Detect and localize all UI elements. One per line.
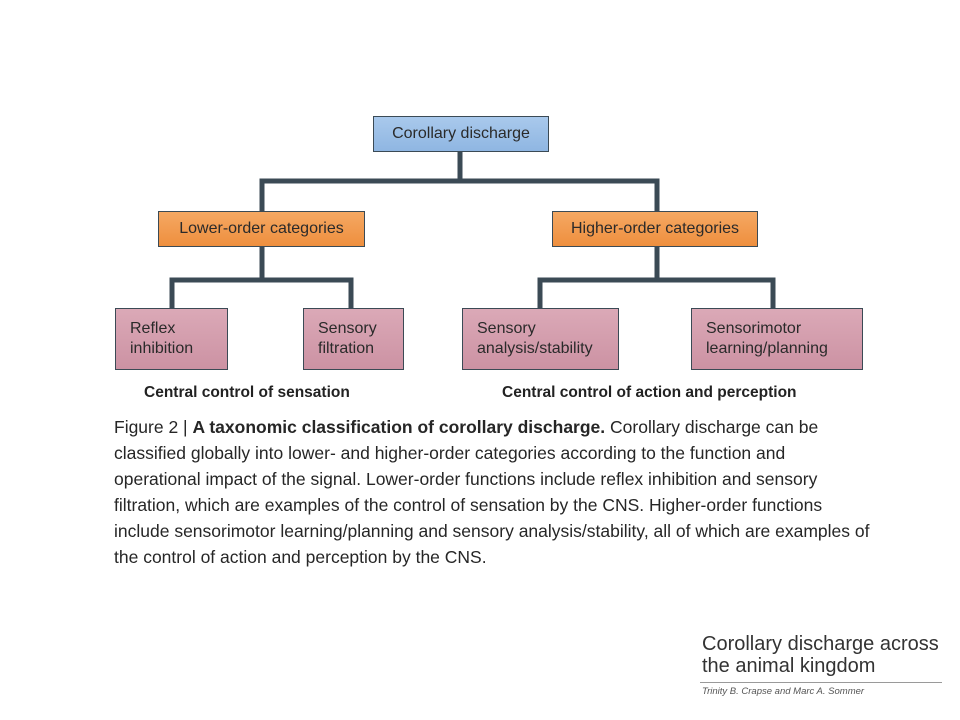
caption-figure-number: Figure 2 | [114,417,188,437]
root-node-corollary-discharge: Corollary discharge [373,116,549,152]
leaf-node-sensory-analysis: Sensory analysis/stability [462,308,619,370]
reference-authors: Trinity B. Crapse and Marc A. Sommer [702,686,865,697]
reference-title: Corollary discharge across the animal ki… [702,633,939,677]
leaf-node-label: Sensory analysis/stability [477,320,593,357]
caption-body: Corollary discharge can be classified gl… [114,417,870,567]
leaf-node-reflex-inhibition: Reflex inhibition [115,308,228,370]
caption-title: A taxonomic classification of corollary … [192,417,606,437]
leaf-node-sensory-filtration: Sensory filtration [303,308,404,370]
category-node-label: Lower-order categories [179,220,344,237]
group-label-sensation: Central control of sensation [144,384,350,401]
figure-caption: Figure 2 | A taxonomic classification of… [114,414,874,570]
category-node-label: Higher-order categories [570,220,740,237]
leaf-node-label: Sensorimotor learning/planning [706,320,828,357]
leaf-node-label: Reflex inhibition [130,320,194,357]
category-node-lower-order: Lower-order categories [158,211,365,247]
leaf-node-sensorimotor-learning: Sensorimotor learning/planning [691,308,863,370]
group-label-action-perception: Central control of action and perception [502,384,797,401]
leaf-node-label: Sensory filtration [318,320,377,357]
category-node-higher-order: Higher-order categories [552,211,758,247]
root-node-label: Corollary discharge [392,125,530,142]
reference-divider [700,682,942,683]
